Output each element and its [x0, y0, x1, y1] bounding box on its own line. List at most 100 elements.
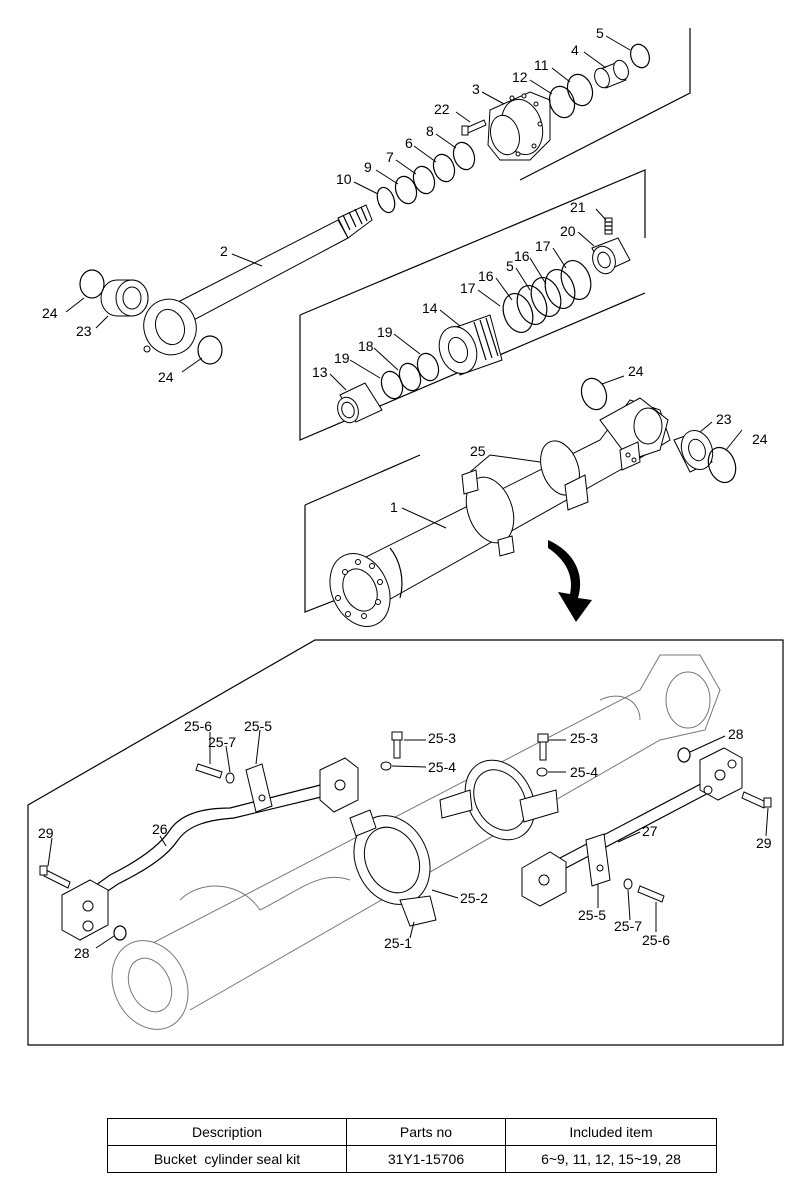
callout-label: 2	[220, 243, 228, 259]
callout-label: 13	[312, 364, 328, 380]
o-ring-28-left	[113, 925, 127, 941]
pipe-band-25-2	[349, 809, 437, 927]
column-header: Description	[107, 1118, 347, 1146]
leader-lines	[47, 35, 769, 949]
cushion-ring-13	[337, 382, 383, 424]
callout-label: 4	[571, 42, 579, 58]
callout-label: 25-5	[578, 907, 606, 923]
callout-label: 8	[426, 123, 434, 139]
ring-19b	[416, 352, 440, 382]
bolt-29-right	[741, 791, 772, 809]
callout-label: 9	[364, 159, 372, 175]
rod-cover	[487, 91, 551, 161]
callout-label: 19	[334, 350, 350, 366]
callout-label: 27	[642, 823, 658, 839]
pipe-band-right	[439, 759, 559, 841]
callout-label: 12	[512, 69, 528, 85]
pipe-27	[521, 747, 743, 907]
column-header: Included item	[505, 1118, 717, 1146]
set-screw-21	[604, 217, 613, 235]
callout-label: 28	[74, 945, 90, 961]
curved-arrow-down	[548, 540, 592, 622]
callout-label: 22	[434, 101, 450, 117]
callout-label: 1	[390, 499, 398, 515]
callout-label: 20	[560, 223, 576, 239]
dust-ring-right-1	[707, 446, 737, 484]
callout-label: 3	[472, 81, 480, 97]
callout-label: 19	[377, 324, 393, 340]
piston-14	[438, 314, 503, 376]
callout-labels: 5 4 11 12 3 22 8 6 7 9 10 2 24 23 24 21 …	[38, 25, 772, 961]
callout-label: 24	[752, 431, 768, 447]
piston-seal-rings	[502, 260, 592, 333]
bushing-left	[100, 279, 149, 317]
callout-label: 25-6	[184, 718, 212, 734]
table-header-row: Description Parts no Included item	[107, 1118, 717, 1146]
callout-label: 28	[728, 726, 744, 742]
bolt-25-6-right	[623, 878, 665, 903]
callout-label: 17	[535, 238, 551, 254]
table-row: Bucket cylinder seal kit 31Y1-15706 6~9,…	[107, 1145, 717, 1173]
rod-seal-rings	[376, 141, 476, 214]
tube-flange-block	[619, 441, 641, 471]
callout-label: 25-6	[642, 932, 670, 948]
callout-label: 25-3	[570, 730, 598, 746]
seal-kit-table: Description Parts no Included item Bucke…	[107, 1118, 717, 1173]
bushing-right	[673, 430, 714, 473]
clamp-left	[245, 763, 273, 813]
callout-label: 26	[152, 821, 168, 837]
ghost-cylinder-detail	[111, 654, 721, 1030]
bolt-25-3-left	[380, 731, 403, 771]
callout-label: 29	[38, 825, 54, 841]
upper-rod-group-frame	[519, 28, 691, 181]
callout-label: 24	[158, 369, 174, 385]
pipe-band-25	[461, 440, 589, 557]
callout-label: 25-4	[570, 764, 598, 780]
callout-label: 7	[386, 149, 394, 165]
bushing-4	[594, 59, 629, 89]
table-cell: 31Y1-15706	[346, 1145, 506, 1173]
dust-ring-right-2	[580, 377, 608, 411]
nut-20	[591, 237, 631, 275]
callout-label: 11	[534, 57, 549, 73]
callout-label: 14	[422, 300, 438, 316]
cover-bolt	[461, 119, 487, 136]
bolt-29-left	[39, 865, 71, 889]
callout-label: 23	[716, 411, 732, 427]
callout-label: 17	[460, 280, 476, 296]
dust-ring-left-2	[197, 335, 223, 365]
callout-label: 21	[570, 199, 586, 215]
bolt-25-6-left	[195, 763, 235, 784]
snap-ring-5	[629, 43, 651, 69]
callout-label: 6	[405, 135, 413, 151]
dust-ring-left-1	[79, 269, 105, 299]
piston-group-frame	[299, 169, 646, 441]
callout-label: 29	[756, 835, 772, 851]
table-cell: 6~9, 11, 12, 15~19, 28	[505, 1145, 717, 1173]
piping-detail-frame	[27, 639, 784, 1046]
pipe-26	[61, 757, 359, 941]
column-header: Parts no	[346, 1118, 506, 1146]
table-cell: Bucket cylinder seal kit	[107, 1145, 347, 1173]
callout-label: 5	[506, 258, 514, 274]
piston-rod	[143, 204, 373, 356]
callout-label: 5	[596, 25, 604, 41]
callout-label: 16	[478, 268, 494, 284]
callout-label: 25-2	[460, 890, 488, 906]
callout-label: 18	[358, 338, 374, 354]
clamp-right	[585, 833, 611, 887]
callout-label: 23	[76, 323, 92, 339]
callout-label: 25-7	[614, 918, 642, 934]
backup-ring-11	[566, 73, 594, 107]
o-ring-28-right	[677, 747, 691, 763]
callout-label: 10	[336, 171, 352, 187]
callout-label: 25-1	[384, 935, 412, 951]
callout-label: 25-3	[428, 730, 456, 746]
callout-label: 25	[470, 443, 486, 459]
o-ring-12	[548, 85, 576, 119]
callout-label: 24	[628, 363, 644, 379]
bolt-25-3-right	[536, 733, 549, 777]
callout-label: 25-5	[244, 718, 272, 734]
callout-label: 25-7	[208, 734, 236, 750]
callout-label: 25-4	[428, 759, 456, 775]
